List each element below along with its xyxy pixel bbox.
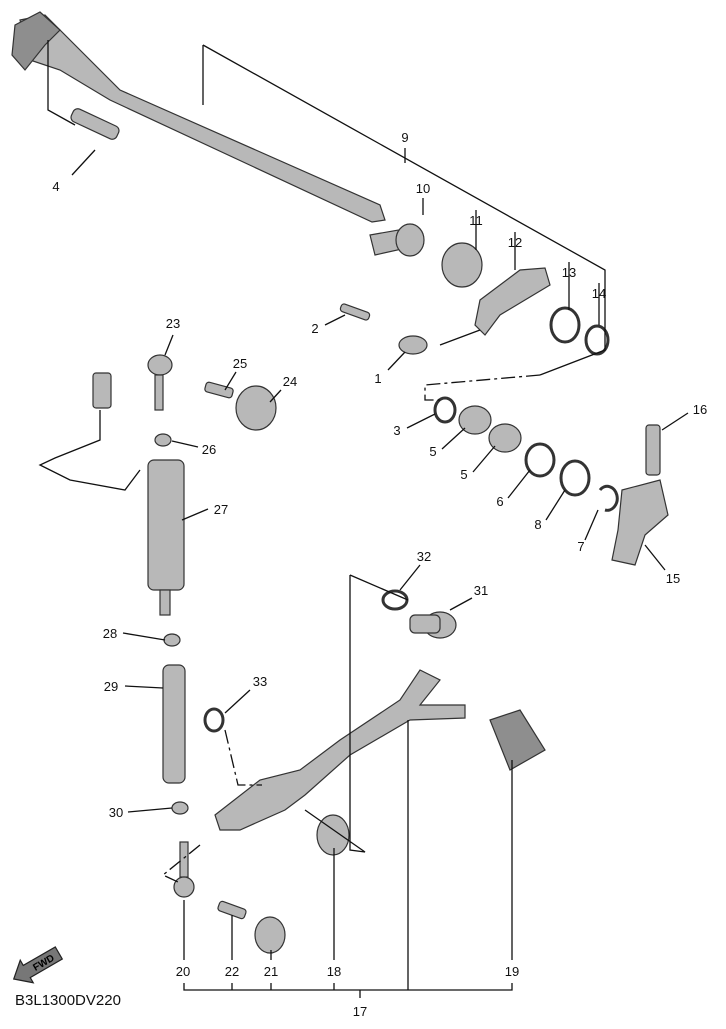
callout-31: 31 — [474, 583, 488, 598]
callout-9: 9 — [401, 130, 408, 145]
diagram-code: B3L1300DV220 — [15, 992, 121, 1009]
callout-15: 15 — [666, 571, 680, 586]
fwd-label: FWD — [31, 953, 56, 974]
callout-23: 23 — [166, 316, 180, 331]
callout-3: 3 — [393, 423, 400, 438]
shift-shaft-part — [11, 11, 386, 223]
callout-5b: 5 — [460, 467, 467, 482]
callout-22: 22 — [225, 964, 239, 979]
callout-33: 33 — [253, 674, 267, 689]
callout-5a: 5 — [429, 444, 436, 459]
callout-25: 25 — [233, 356, 247, 371]
callout-29: 29 — [104, 679, 118, 694]
leader-lines — [47, 40, 689, 998]
callout-20: 20 — [176, 964, 190, 979]
callout-24: 24 — [283, 374, 297, 389]
callout-7: 7 — [577, 539, 584, 554]
callout-17: 17 — [353, 1004, 367, 1019]
callout-12: 12 — [508, 235, 522, 250]
callout-16: 16 — [693, 402, 707, 417]
callout-26: 26 — [202, 442, 216, 457]
callout-21: 21 — [264, 964, 278, 979]
callout-32: 32 — [417, 549, 431, 564]
callout-14: 14 — [592, 286, 606, 301]
callout-8: 8 — [534, 517, 541, 532]
shift-pedal-part — [203, 589, 546, 856]
callout-19: 19 — [505, 964, 519, 979]
callout-28: 28 — [103, 626, 117, 641]
callout-18: 18 — [327, 964, 341, 979]
callout-labels: 9 10 11 12 13 14 4 2 1 23 25 24 26 27 3 … — [52, 130, 707, 1019]
shift-rod-part — [38, 354, 286, 954]
callout-1: 1 — [374, 371, 381, 386]
fwd-arrow-icon: FWD — [12, 946, 64, 984]
callout-6: 6 — [496, 494, 503, 509]
callout-11: 11 — [469, 213, 483, 228]
callout-4: 4 — [52, 179, 59, 194]
callout-13: 13 — [562, 265, 576, 280]
callout-10: 10 — [416, 181, 430, 196]
callout-27: 27 — [214, 502, 228, 517]
callout-2: 2 — [311, 321, 318, 336]
callout-30: 30 — [109, 805, 123, 820]
upper-parts — [339, 223, 669, 566]
